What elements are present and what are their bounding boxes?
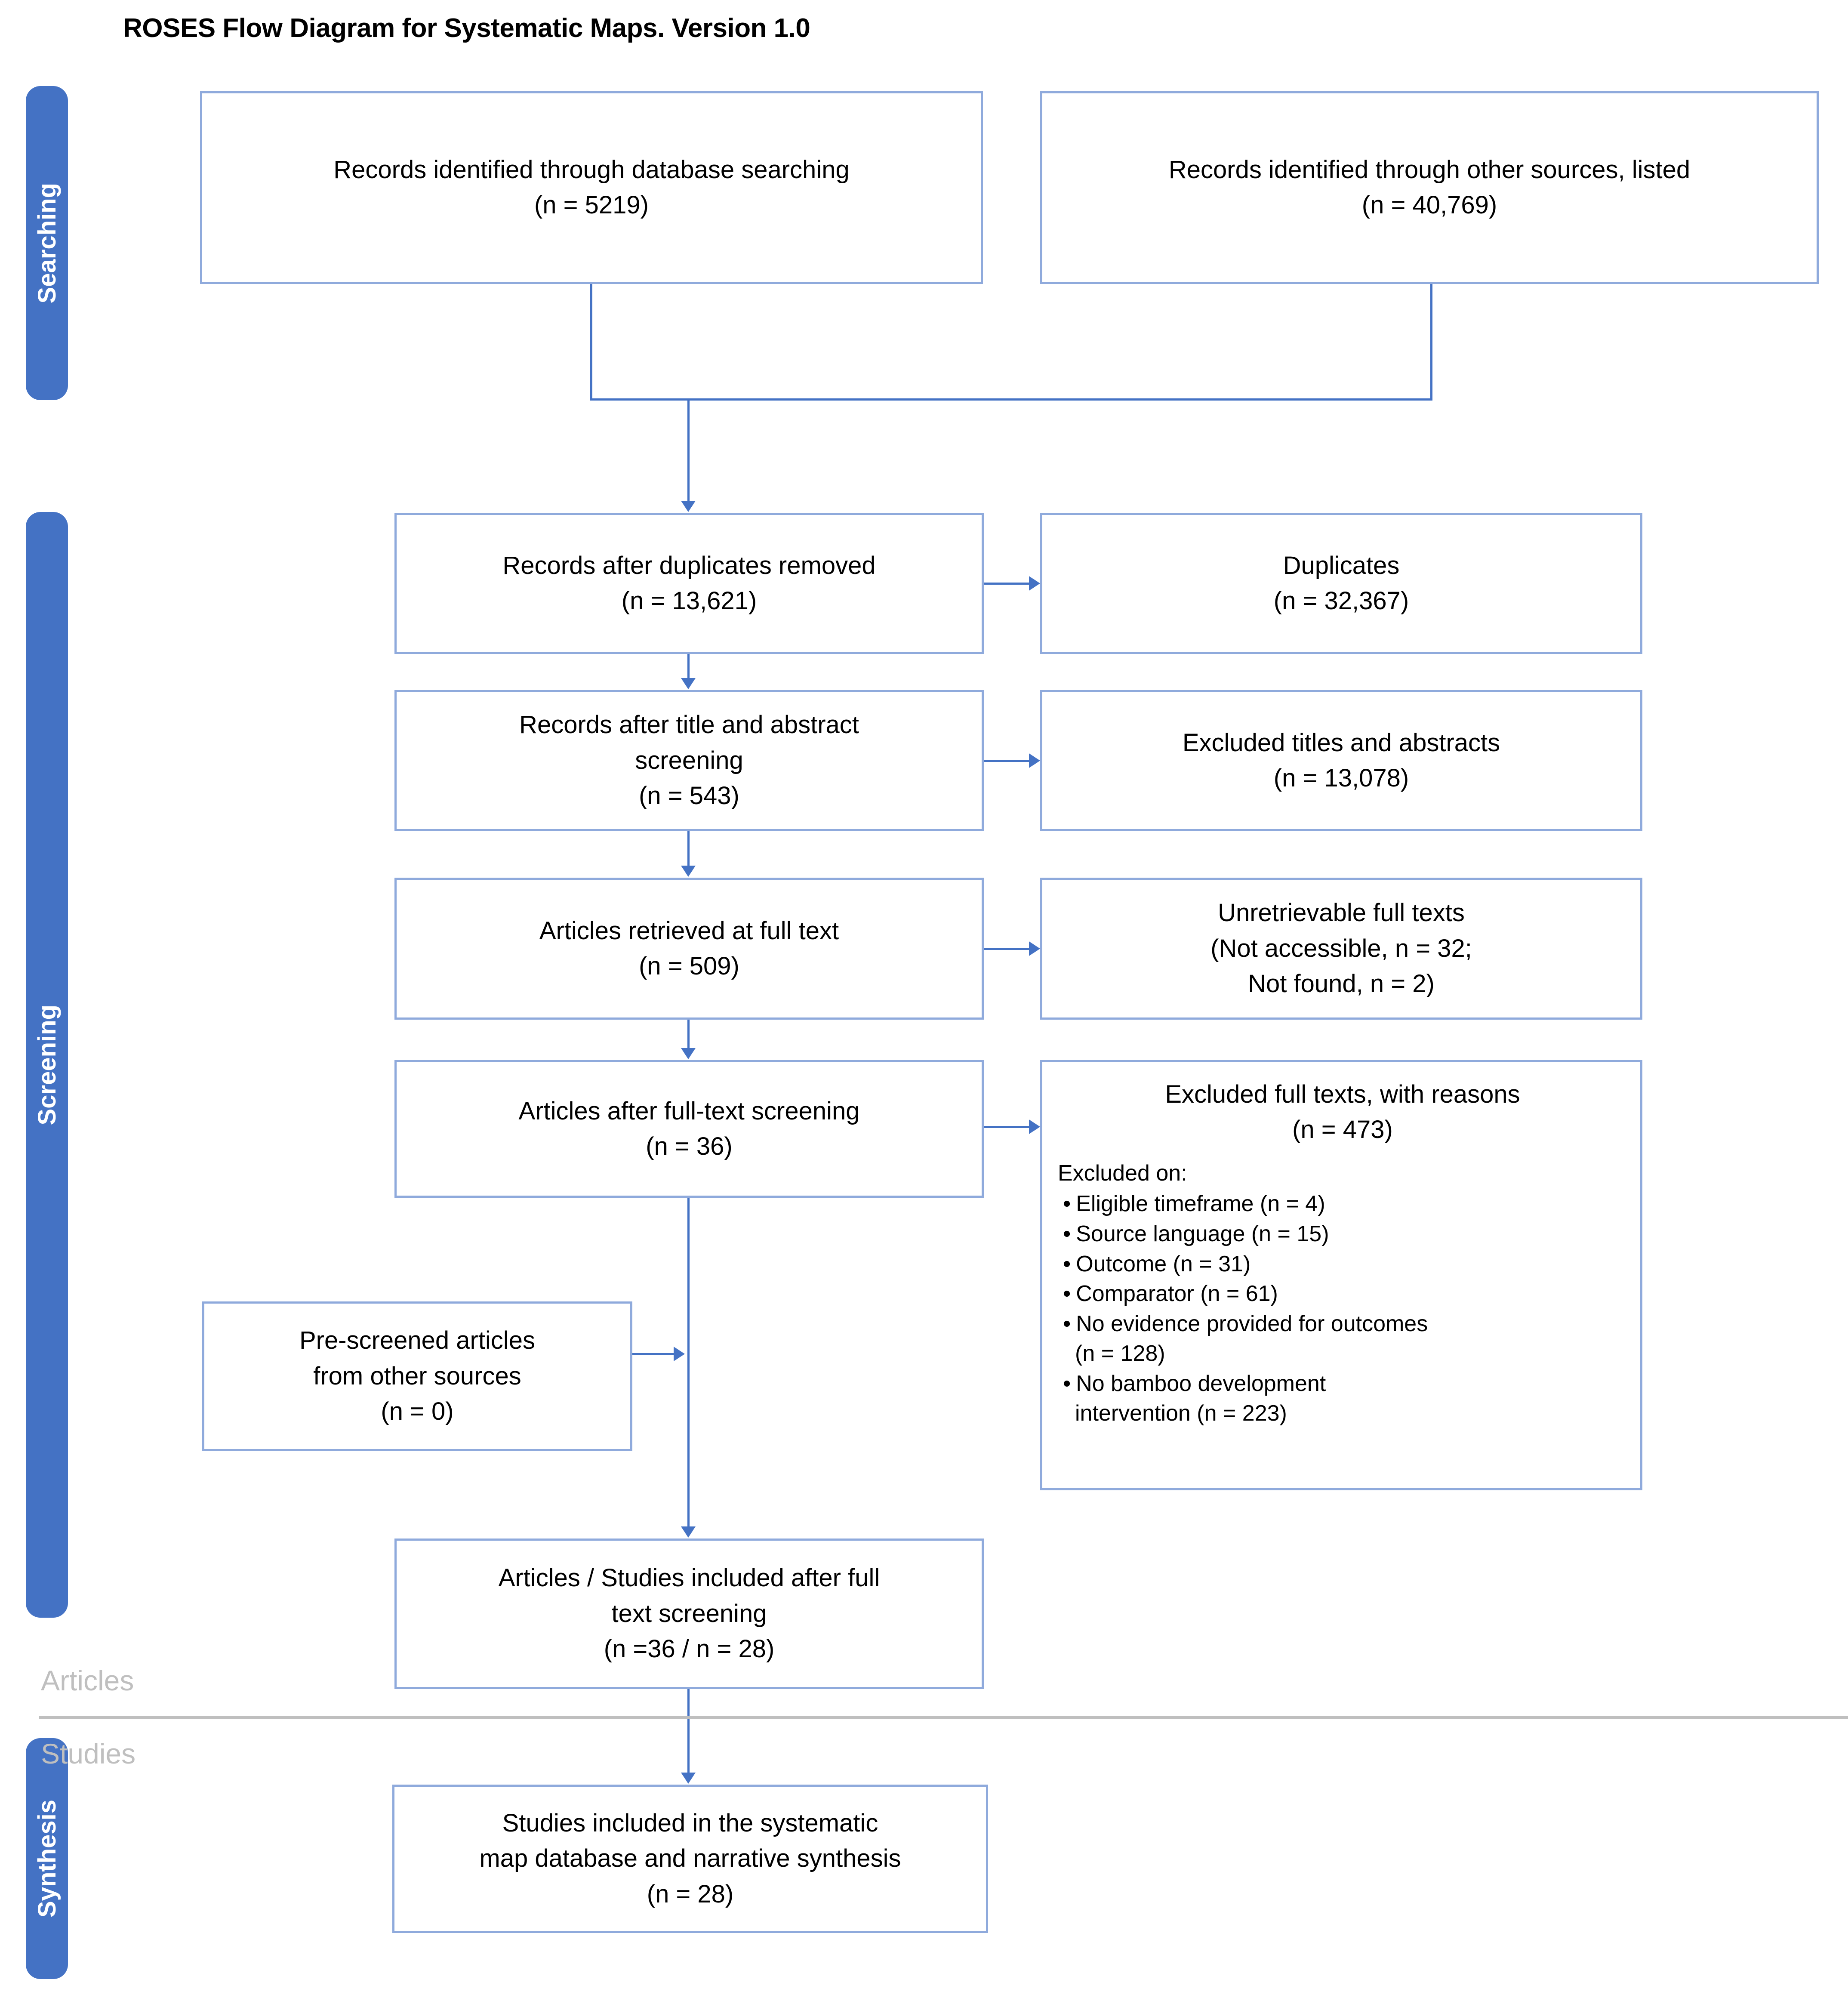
connector-prescreened-to-main: [632, 1353, 675, 1355]
box-studies-included-line2: map database and narrative synthesis: [479, 1844, 901, 1873]
box-after-full-text-line1: Articles after full-text screening: [518, 1097, 860, 1125]
arrow-to-excluded-full-texts: [1029, 1119, 1040, 1134]
box-excluded-full-texts-head1: Excluded full texts, with reasons: [1165, 1080, 1520, 1108]
arrow-to-duplicates: [1029, 576, 1040, 591]
connector-db-down: [590, 284, 592, 400]
list-item: No bamboo development: [1058, 1369, 1627, 1399]
box-unretrievable-line3: Not found, n = 2): [1248, 970, 1435, 998]
side-label-studies: Studies: [41, 1738, 136, 1770]
connector-fulltext-to-after: [687, 1020, 690, 1051]
arrow-to-after-full-text: [681, 1048, 696, 1059]
box-other-sources-line1: Records identified through other sources…: [1168, 155, 1691, 184]
box-database-searching-line1: Records identified through database sear…: [333, 155, 850, 184]
stage-tab-synthesis-label: Synthesis: [33, 1800, 61, 1918]
list-item: No evidence provided for outcomes: [1058, 1310, 1627, 1339]
list-item-continuation: (n = 128): [1075, 1341, 1165, 1366]
list-item: Comparator (n = 61): [1058, 1280, 1627, 1309]
box-unretrievable-line1: Unretrievable full texts: [1218, 899, 1465, 927]
box-after-title-abstract: Records after title and abstract screeni…: [394, 690, 984, 831]
arrow-to-retrieved-fulltext: [681, 866, 696, 877]
connector-after-to-included: [687, 1198, 690, 1529]
arrow-to-studies-included: [681, 1773, 696, 1784]
stage-tab-searching-label: Searching: [33, 182, 61, 304]
box-included-line1: Articles / Studies included after full: [498, 1564, 880, 1592]
connector-dup-to-title: [687, 654, 690, 681]
connector-to-excluded-full-texts: [984, 1126, 1031, 1128]
arrow-to-excluded-titles: [1029, 753, 1040, 768]
stage-tab-screening-label: Screening: [33, 1004, 61, 1125]
box-included-line2: text screening: [611, 1599, 767, 1628]
connector-merge-horizontal: [590, 398, 1432, 401]
connector-included-to-studies: [687, 1689, 690, 1775]
page-title: ROSES Flow Diagram for Systematic Maps. …: [123, 13, 810, 43]
stage-tab-screening: Screening: [26, 512, 68, 1618]
box-studies-included-line3: (n = 28): [647, 1880, 734, 1908]
box-after-duplicates-line2: (n = 13,621): [621, 587, 757, 615]
box-after-full-text-line2: (n = 36): [646, 1132, 733, 1160]
articles-studies-divider: [39, 1716, 1848, 1719]
box-duplicates: Duplicates (n = 32,367): [1040, 513, 1642, 654]
box-other-sources-line2: (n = 40,769): [1361, 191, 1497, 219]
box-database-searching-line2: (n = 5219): [534, 191, 649, 219]
stage-tab-synthesis: Synthesis: [26, 1738, 68, 1979]
box-database-searching: Records identified through database sear…: [200, 91, 983, 284]
box-after-title-abstract-line3: (n = 543): [639, 782, 739, 810]
box-retrieved-full-text: Articles retrieved at full text (n = 509…: [394, 878, 984, 1020]
box-pre-screened-articles: Pre-screened articles from other sources…: [202, 1301, 632, 1451]
box-pre-screened-line2: from other sources: [313, 1362, 521, 1390]
box-duplicates-line1: Duplicates: [1283, 551, 1400, 580]
box-excluded-full-texts-subhead: Excluded on:: [1058, 1160, 1187, 1186]
connector-other-down: [1430, 284, 1432, 400]
list-item: Source language (n = 15): [1058, 1220, 1627, 1249]
connector-merge-down: [687, 398, 690, 503]
arrow-to-unretrievable: [1029, 941, 1040, 956]
stage-tab-searching: Searching: [26, 86, 68, 400]
box-other-sources: Records identified through other sources…: [1040, 91, 1819, 284]
list-item-continuation: intervention (n = 223): [1075, 1401, 1287, 1426]
list-item: Outcome (n = 31): [1058, 1250, 1627, 1279]
connector-to-excluded-titles: [984, 760, 1031, 762]
box-pre-screened-line3: (n = 0): [381, 1397, 454, 1426]
connector-to-unretrievable: [984, 948, 1031, 950]
box-excluded-titles-line2: (n = 13,078): [1273, 764, 1409, 792]
box-studies-included: Studies included in the systematic map d…: [392, 1785, 988, 1933]
list-item: Eligible timeframe (n = 4): [1058, 1190, 1627, 1219]
box-retrieved-full-text-line1: Articles retrieved at full text: [539, 916, 839, 945]
box-unretrievable-line2: (Not accessible, n = 32;: [1210, 934, 1472, 962]
box-after-title-abstract-line1: Records after title and abstract: [519, 711, 859, 739]
box-included-after-full-text: Articles / Studies included after full t…: [394, 1539, 984, 1689]
connector-to-duplicates: [984, 583, 1031, 585]
box-included-line3: (n =36 / n = 28): [604, 1635, 775, 1663]
box-studies-included-line1: Studies included in the systematic: [502, 1809, 878, 1837]
arrow-to-after-duplicates: [681, 501, 696, 512]
box-after-title-abstract-line2: screening: [635, 746, 743, 774]
arrow-prescreened-merge: [674, 1347, 685, 1361]
box-retrieved-full-text-line2: (n = 509): [639, 952, 739, 980]
box-unretrievable-full-texts: Unretrievable full texts (Not accessible…: [1040, 878, 1642, 1020]
box-after-full-text-screening: Articles after full-text screening (n = …: [394, 1060, 984, 1198]
box-excluded-titles-line1: Excluded titles and abstracts: [1182, 728, 1500, 757]
box-duplicates-line2: (n = 32,367): [1273, 587, 1409, 615]
box-after-duplicates: Records after duplicates removed (n = 13…: [394, 513, 984, 654]
arrow-to-title-abstract: [681, 678, 696, 689]
box-after-duplicates-line1: Records after duplicates removed: [502, 551, 876, 580]
arrow-to-included: [681, 1526, 696, 1538]
box-excluded-titles-abstracts: Excluded titles and abstracts (n = 13,07…: [1040, 690, 1642, 831]
excluded-reasons-list: Eligible timeframe (n = 4) Source langua…: [1058, 1190, 1627, 1428]
connector-title-to-fulltext: [687, 831, 690, 868]
side-label-articles: Articles: [41, 1665, 134, 1696]
box-excluded-full-texts-head2: (n = 473): [1292, 1116, 1393, 1144]
box-pre-screened-line1: Pre-screened articles: [299, 1326, 535, 1355]
box-excluded-full-texts: Excluded full texts, with reasons (n = 4…: [1040, 1060, 1642, 1490]
